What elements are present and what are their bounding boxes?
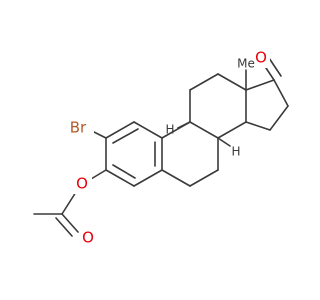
h-label-c14: H xyxy=(231,145,240,159)
bond xyxy=(269,105,289,131)
ketone-oxygen-label: O xyxy=(255,49,267,67)
molecule-canvas: Br O O O Me H H xyxy=(33,48,289,248)
bond xyxy=(273,79,289,107)
bond xyxy=(133,121,163,139)
bond xyxy=(112,164,136,179)
bond xyxy=(189,169,219,187)
label-layer: Br O O O Me H H xyxy=(66,48,270,248)
bond xyxy=(133,169,163,187)
bromine-label: Br xyxy=(70,119,87,137)
bond-layer xyxy=(33,57,289,237)
ester-oxygen-label: O xyxy=(76,175,88,193)
bond xyxy=(245,121,271,131)
carbonyl-oxygen-bg xyxy=(80,228,98,248)
bond xyxy=(105,169,135,187)
bond xyxy=(268,57,282,77)
bond xyxy=(61,191,77,215)
br-label-bg xyxy=(66,118,94,138)
bond xyxy=(61,213,79,233)
bond xyxy=(177,121,191,129)
bond xyxy=(189,73,219,91)
h-label-c9: H xyxy=(165,123,174,137)
bond xyxy=(55,217,73,237)
bond xyxy=(105,121,135,139)
bond xyxy=(217,137,231,147)
bond xyxy=(161,169,191,187)
bond xyxy=(217,73,247,91)
ester-oxygen-bg xyxy=(74,174,92,194)
bond xyxy=(112,128,139,144)
ketone-oxygen-bg xyxy=(252,48,270,68)
acetate-carbonyl-oxygen-label: O xyxy=(82,229,94,247)
bond xyxy=(245,79,275,91)
methyl-label: Me xyxy=(237,57,255,71)
bond xyxy=(217,121,247,139)
bond xyxy=(189,121,219,139)
structure-diagram: Br O O O Me H H xyxy=(33,48,289,248)
